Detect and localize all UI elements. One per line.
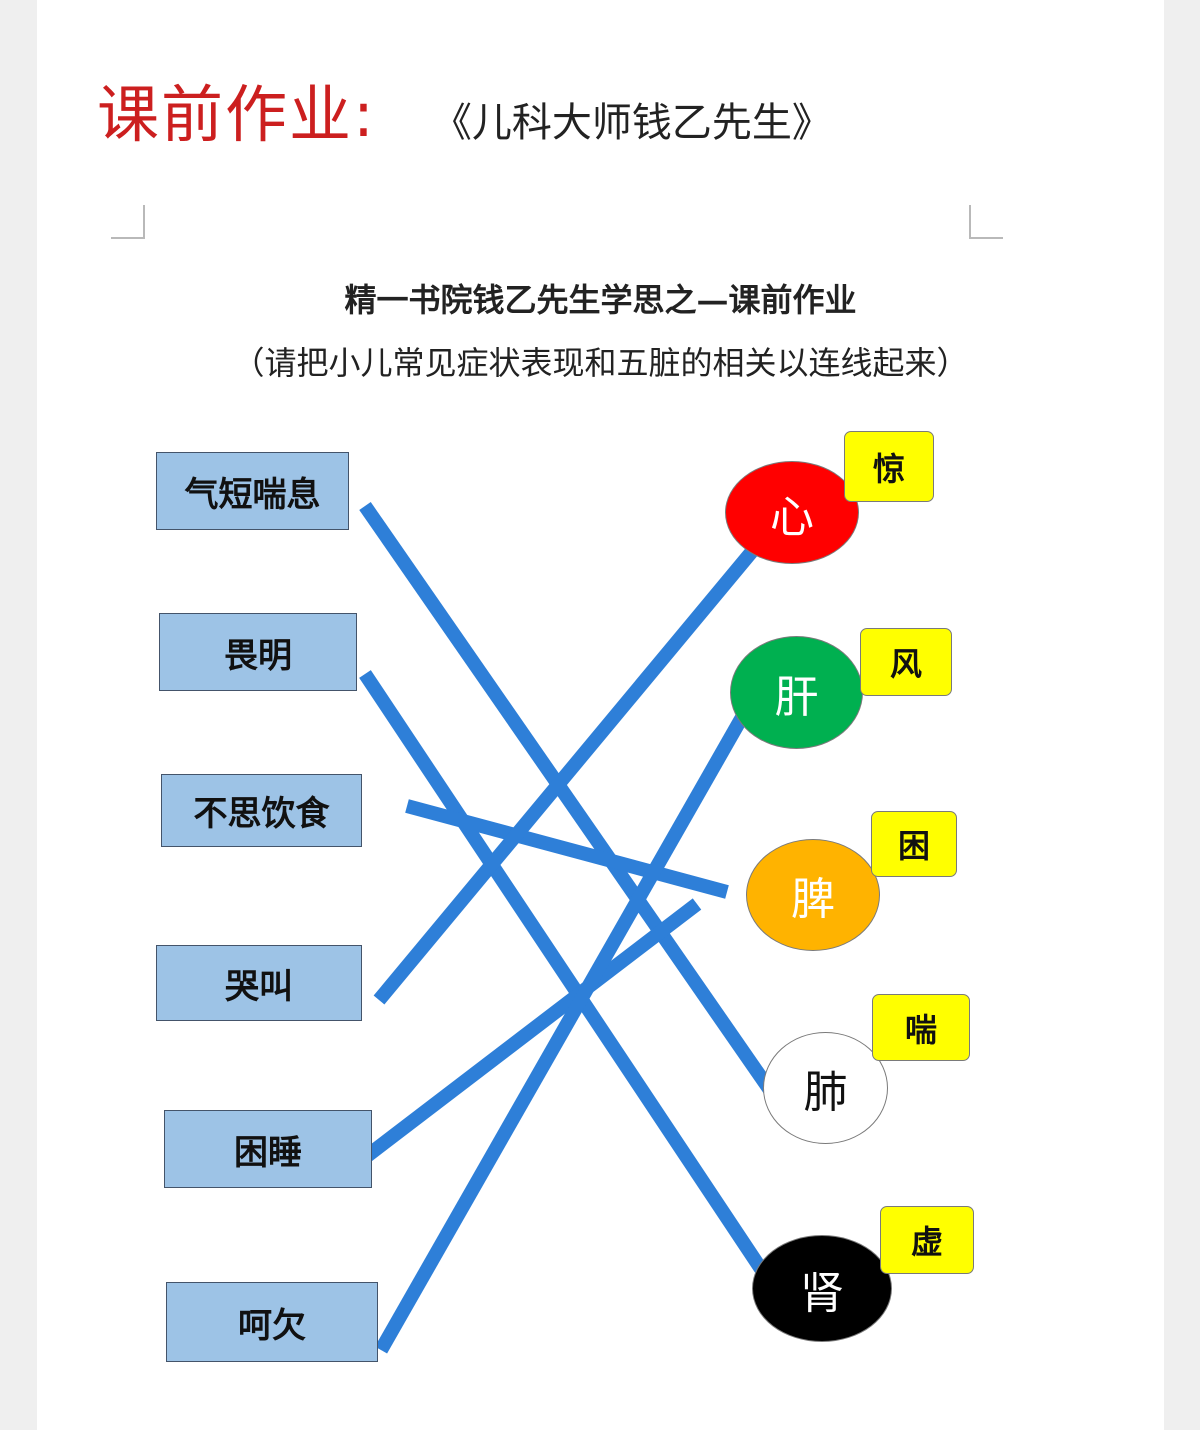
organ-spleen: 脾 — [746, 839, 880, 951]
document-title: 精一书院钱乙先生学思之—课前作业 — [344, 281, 857, 319]
tag-wind: 风 — [860, 628, 952, 696]
heading-book-title: 《儿科大师钱乙先生》 — [431, 100, 832, 146]
symptom-box-yawning: 呵欠 — [166, 1282, 378, 1362]
organ-lung: 肺 — [763, 1032, 888, 1144]
tag-deficiency: 虚 — [880, 1206, 974, 1274]
symptom-label: 哭叫 — [225, 966, 293, 1007]
connection-line — [405, 799, 729, 899]
tag-label: 喘 — [904, 1010, 937, 1049]
symptom-box-no-appetite: 不思饮食 — [161, 774, 362, 847]
tag-label: 惊 — [872, 449, 905, 488]
tag-label: 困 — [897, 827, 930, 865]
symptom-box-crying: 哭叫 — [156, 945, 362, 1021]
tag-label: 风 — [889, 645, 922, 683]
symptom-label: 气短喘息 — [184, 474, 321, 515]
connection-line — [359, 502, 780, 1100]
organ-label: 肺 — [803, 1067, 848, 1118]
organ-label: 肾 — [800, 1267, 844, 1319]
symptom-label: 困睡 — [234, 1132, 302, 1173]
heading-label: 课前作业: — [97, 78, 376, 151]
margin-corner-right — [969, 205, 1003, 239]
organ-label: 脾 — [791, 874, 835, 925]
symptom-box-shortness-of-breath: 气短喘息 — [156, 452, 349, 530]
symptom-box-photophobia: 畏明 — [159, 613, 357, 691]
document-page: 课前作业: 《儿科大师钱乙先生》 精一书院钱乙先生学思之—课前作业 （请把小儿常… — [37, 0, 1164, 1430]
heading: 课前作业: 《儿科大师钱乙先生》 — [97, 64, 832, 154]
connection-line — [359, 670, 773, 1282]
organ-label: 心 — [770, 491, 814, 543]
organ-heart: 心 — [725, 461, 859, 564]
document-subtitle: （请把小儿常见症状表现和五脏的相关以连线起来） — [232, 344, 969, 382]
symptom-box-drowsiness: 困睡 — [164, 1110, 372, 1188]
connection-line — [373, 532, 770, 1005]
tag-label: 虚 — [910, 1223, 943, 1261]
margin-corner-left — [111, 205, 145, 239]
tag-fright: 惊 — [844, 431, 934, 502]
symptom-label: 呵欠 — [238, 1305, 306, 1346]
symptom-label: 畏明 — [224, 635, 292, 676]
tag-sleepy: 困 — [871, 811, 957, 877]
organ-kidney: 肾 — [752, 1235, 892, 1342]
organ-label: 肝 — [774, 671, 819, 723]
connection-line — [362, 898, 702, 1162]
symptom-label: 不思饮食 — [193, 794, 330, 834]
connection-line — [374, 701, 756, 1354]
tag-pant: 喘 — [872, 994, 970, 1061]
organ-liver: 肝 — [730, 636, 863, 749]
